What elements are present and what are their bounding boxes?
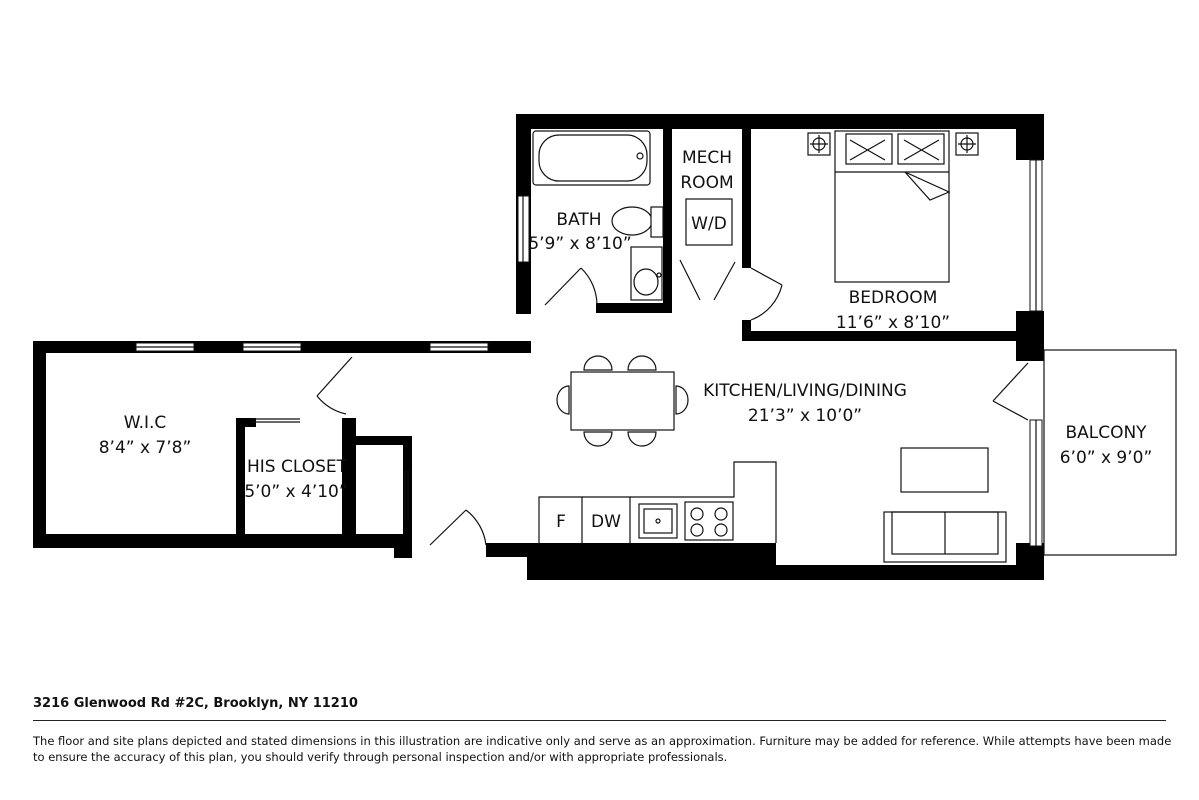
doors xyxy=(250,259,1029,546)
balcony-dims: 6’0” x 9’0” xyxy=(1060,448,1153,468)
bedroom-dims: 11’6” x 8’10” xyxy=(836,313,950,333)
wall-wic-south xyxy=(33,534,408,548)
cooktop xyxy=(684,501,734,541)
wall-bath-bottom-stub xyxy=(663,254,672,313)
bath-sink xyxy=(630,246,663,301)
bed xyxy=(834,130,951,283)
wic-label: W.I.C xyxy=(124,413,167,433)
wall-bath-bottom xyxy=(596,303,672,313)
wic-dims: 8’4” x 7’8” xyxy=(99,438,192,458)
balcony-outline xyxy=(1043,349,1177,556)
bedroom-label: BEDROOM xyxy=(849,288,938,308)
washer-dryer-label: W/D xyxy=(691,214,727,234)
sofa xyxy=(883,511,1007,563)
wall-wic-west xyxy=(33,341,46,548)
mech-label-1: MECH xyxy=(682,148,732,168)
wall-closet-left xyxy=(236,418,245,540)
wall-east-upper xyxy=(1016,114,1044,160)
coffee-table xyxy=(900,447,989,493)
dishwasher-label: DW xyxy=(591,512,621,532)
washer-dryer xyxy=(685,198,733,246)
wall-bedroom-bottom xyxy=(742,331,1044,341)
wall-closet-top xyxy=(236,418,256,427)
kitchen-label: KITCHEN/LIVING/DINING xyxy=(703,381,907,401)
kitchen-sink xyxy=(638,503,678,539)
wall-bedroom-bottom-stub xyxy=(742,320,751,341)
wall-bath-mech xyxy=(663,114,672,254)
bathtub xyxy=(532,130,651,186)
disclaimer-text: The floor and site plans depicted and st… xyxy=(33,734,1172,764)
mech-label-2: ROOM xyxy=(680,173,733,193)
dining-set xyxy=(556,355,689,447)
wall-south-inner xyxy=(776,565,1044,580)
wall-east-mid xyxy=(1016,311,1044,361)
wall-closet-right xyxy=(342,418,356,540)
fridge-label: F xyxy=(556,512,566,532)
toilet xyxy=(611,206,664,238)
footer-divider xyxy=(33,720,1166,721)
floor-plan: MECH ROOM W/D BATH 5’9” x 8’10” BEDROOM … xyxy=(33,114,1177,580)
bath-label: BATH xyxy=(556,210,601,230)
room-labels: MECH ROOM W/D BATH 5’9” x 8’10” BEDROOM … xyxy=(99,148,1153,532)
windows xyxy=(135,159,1043,547)
his-closet-dims: 5’0” x 4’10” xyxy=(244,482,347,502)
kitchen-counter xyxy=(538,461,777,543)
property-address: 3216 Glenwood Rd #2C, Brooklyn, NY 11210 xyxy=(33,696,358,711)
kitchen-dims: 21’3” x 10’0” xyxy=(748,406,862,426)
his-closet-label: HIS CLOSET xyxy=(247,457,348,477)
wall-linen-top xyxy=(356,436,412,445)
wall-mech-bedroom xyxy=(742,114,751,268)
wall-top-north xyxy=(516,114,1044,129)
balcony-label: BALCONY xyxy=(1065,423,1147,443)
bath-dims: 5’9” x 8’10” xyxy=(528,234,631,254)
nightstand-left xyxy=(807,132,831,156)
nightstand-right xyxy=(955,132,979,156)
